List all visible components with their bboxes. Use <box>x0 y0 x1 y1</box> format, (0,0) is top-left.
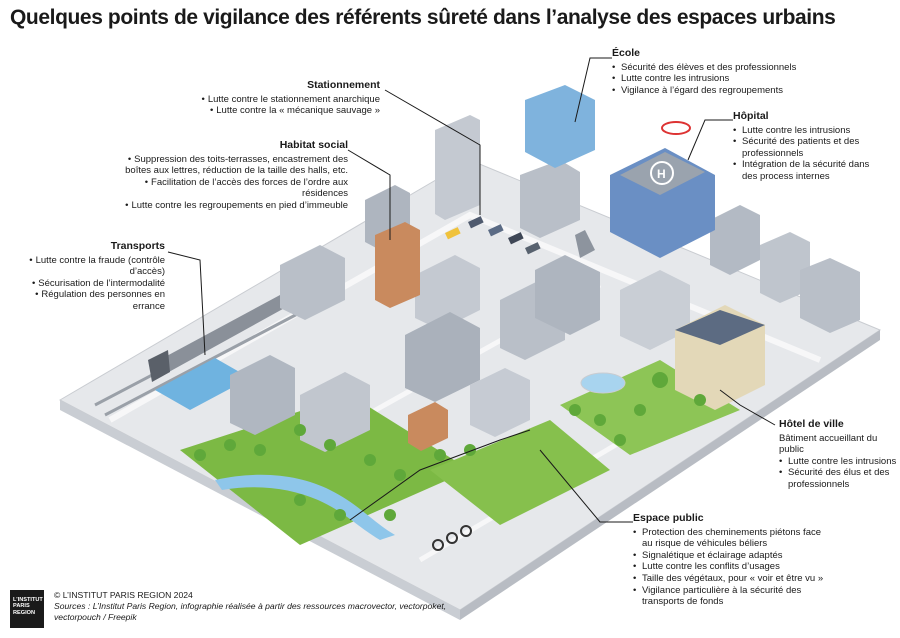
bike-rack <box>432 525 472 551</box>
train-station <box>155 358 250 410</box>
page-title: Quelques points de vigilance des référen… <box>10 6 836 29</box>
church <box>535 255 600 335</box>
annotation-item: Lutte contre la fraude (contrôle d’accès… <box>10 255 165 278</box>
annotation-heading: Stationnement <box>307 79 380 91</box>
sources-text: Sources : L’Institut Paris Region, infog… <box>54 601 447 622</box>
fountain <box>580 372 626 394</box>
annotation-heading: Hôpital <box>733 110 769 122</box>
annotation-item: Régulation des personnes en errance <box>10 289 165 312</box>
annotation-stationnement: Stationnement Lutte contre le stationnem… <box>200 79 380 117</box>
annotation-item: Signalétique et éclairage adaptés <box>633 550 833 562</box>
svg-text:H: H <box>657 167 666 181</box>
trees <box>194 372 706 521</box>
building <box>800 258 860 333</box>
school-building <box>525 85 595 168</box>
annotation-item: Lutte contre les intrusions <box>733 125 873 137</box>
building <box>405 312 480 402</box>
annotation-item: Lutte contre le stationnement anarchique <box>200 94 380 106</box>
annotation-item: Taille des végétaux, pour « voir et être… <box>633 573 833 585</box>
annotation-transports: Transports Lutte contre la fraude (contr… <box>10 240 165 313</box>
annotation-item: Lutte contre les conflits d’usages <box>633 561 833 573</box>
annotation-item: Intégration de la sécurité dans des proc… <box>733 159 873 182</box>
leader-lines <box>167 57 776 523</box>
copyright-text: © L’INSTITUT PARIS REGION 2024 <box>54 590 193 600</box>
parking-cars <box>445 216 541 255</box>
annotation-heading: Transports <box>110 240 165 252</box>
annotation-heading: Habitat social <box>279 139 348 151</box>
annotation-subheading: Bâtiment accueillant du public <box>779 432 878 456</box>
river <box>215 474 395 540</box>
annotation-item: Sécurisation de l’intermodalité <box>10 278 165 290</box>
annotation-item: Vigilance particulière à la sécurité des… <box>633 585 833 608</box>
institute-logo: L’INSTITUT PARIS REGION <box>10 590 44 628</box>
annotation-hopital: Hôpital Lutte contre les intrusions Sécu… <box>733 110 873 183</box>
helicopter-icon <box>661 121 691 135</box>
annotation-espace-public: Espace public Protection des cheminement… <box>633 512 833 608</box>
building <box>415 255 480 330</box>
building <box>620 270 690 350</box>
annotation-ecole: École Sécurité des élèves et des profess… <box>612 47 812 97</box>
building <box>760 232 810 303</box>
annotation-habitat-social: Habitat social Suppression des toits-ter… <box>100 139 348 212</box>
annotation-item: Lutte contre les intrusions <box>779 456 899 468</box>
credits: © L’INSTITUT PARIS REGION 2024 Sources :… <box>54 590 474 623</box>
annotation-hotel-de-ville: Hôtel de ville Bâtiment accueillant du p… <box>779 418 899 491</box>
building <box>470 368 530 437</box>
annotation-item: Facilitation de l’accès des forces de l’… <box>100 177 348 200</box>
building <box>710 205 760 275</box>
building <box>300 372 370 452</box>
kiosk <box>408 402 448 451</box>
annotation-item: Lutte contre la « mécanique sauvage » <box>200 105 380 117</box>
annotation-item: Lutte contre les intrusions <box>612 73 812 85</box>
annotation-item: Suppression des toits-terrasses, encastr… <box>100 154 348 177</box>
building <box>230 355 295 435</box>
annotation-item: Sécurité des patients et des professionn… <box>733 136 873 159</box>
annotation-item: Sécurité des élèves et des professionnel… <box>612 62 812 74</box>
social-housing-building <box>375 222 420 308</box>
building <box>280 245 345 320</box>
helipad <box>620 152 705 195</box>
train <box>150 295 290 378</box>
annotation-item: Sécurité des élus et des professionnels <box>779 467 899 490</box>
public-space-grass <box>430 420 610 525</box>
building <box>435 115 480 220</box>
annotation-item: Protection des cheminements piétons face… <box>633 527 833 550</box>
building <box>520 160 580 238</box>
annotation-heading: École <box>612 47 641 59</box>
annotation-heading: Hôtel de ville <box>779 418 844 430</box>
annotation-item: Lutte contre les regroupements en pied d… <box>100 200 348 212</box>
annotation-heading: Espace public <box>633 512 704 524</box>
annotation-item: Vigilance à l’égard des regroupements <box>612 85 812 97</box>
